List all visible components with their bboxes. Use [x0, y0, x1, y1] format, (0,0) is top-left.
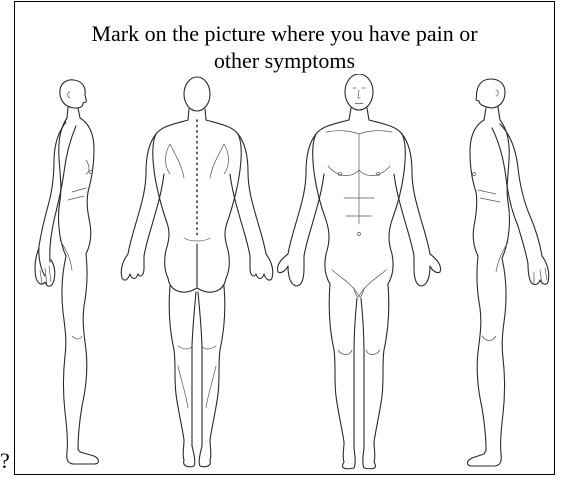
instruction-line-2: other symptoms [15, 47, 554, 74]
figure-left-side-view[interactable] [32, 80, 110, 466]
instruction-line-1: Mark on the picture where you have pain … [15, 20, 554, 47]
figure-right-side-view[interactable] [454, 79, 549, 466]
figure-back-view-hit-area[interactable] [119, 78, 269, 468]
body-figures[interactable] [14, 74, 555, 474]
figure-front-view[interactable] [277, 74, 440, 469]
stray-question-mark: ? [0, 449, 10, 473]
figure-back-view[interactable] [119, 77, 273, 468]
figure-right-side-hit-area[interactable] [454, 80, 546, 466]
instruction-text: Mark on the picture where you have pain … [15, 20, 554, 74]
